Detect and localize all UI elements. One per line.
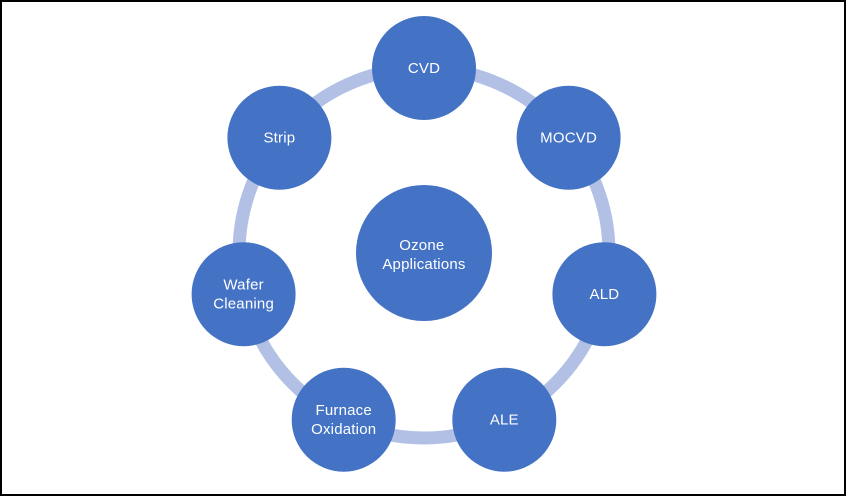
center-circle-ozone-applications — [356, 185, 492, 321]
node-label-line: Wafer — [223, 277, 263, 294]
node-circle-strip — [227, 85, 332, 190]
node-circle-mocvd — [516, 85, 621, 190]
node-label-line: CVD — [408, 60, 440, 77]
center-label-line-2: Applications — [382, 256, 465, 273]
node-label-line: ALE — [490, 412, 519, 429]
node-label-line: MOCVD — [540, 130, 597, 147]
center-label: Ozone Applications — [382, 237, 465, 273]
node-label-ale: ALE — [490, 412, 519, 429]
node-circle-wafer-cleaning — [191, 242, 296, 347]
node-circle-ale — [452, 367, 557, 472]
center-label-line-1: Ozone — [399, 237, 444, 254]
node-circle-cvd — [372, 16, 476, 120]
node-label-line: Furnace — [315, 402, 371, 419]
node-label-line: Strip — [263, 130, 295, 147]
node-label-mocvd: MOCVD — [540, 130, 597, 147]
node-circle-furnace-oxidation — [291, 367, 396, 472]
node-circle-ald — [552, 242, 657, 347]
node-label-line: Oxidation — [311, 421, 376, 438]
node-label-ald: ALD — [590, 286, 620, 303]
node-label-line: ALD — [590, 286, 620, 303]
node-label-cvd: CVD — [408, 60, 440, 77]
node-label-line: Cleaning — [213, 296, 274, 313]
node-label-strip: Strip — [263, 130, 295, 147]
